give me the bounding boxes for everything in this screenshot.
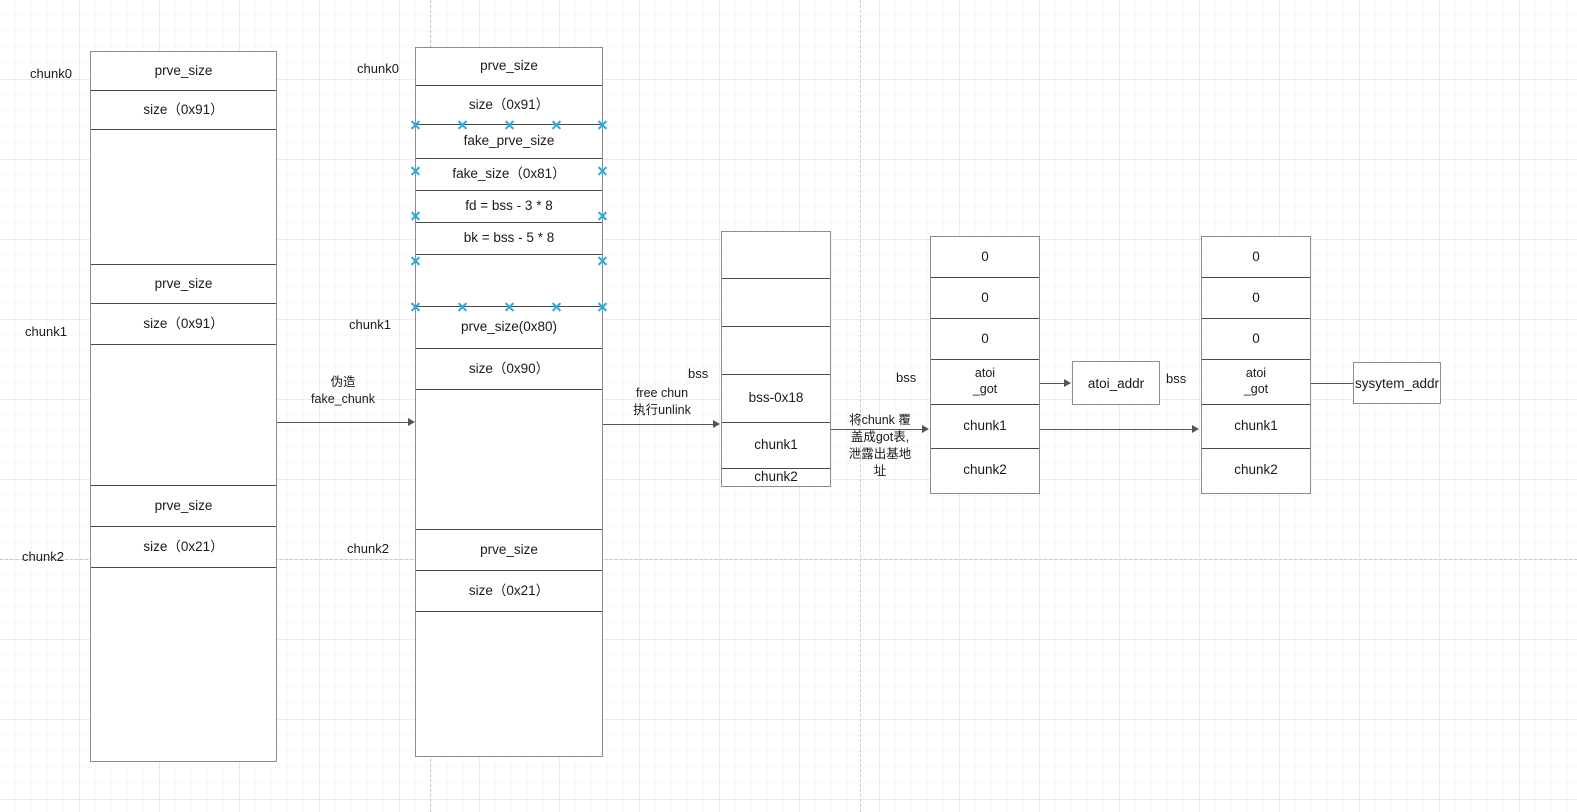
selection-handle-icon[interactable]	[597, 255, 608, 266]
table-row[interactable]: prve_size	[91, 265, 276, 304]
label-bss-got-leak: bss	[896, 370, 917, 385]
table-row-prve-size-0x80[interactable]: prve_size(0x80)	[416, 307, 602, 349]
table-row[interactable]	[722, 327, 830, 375]
label-bss-got-overwritten: bss	[1166, 371, 1187, 386]
connector-atoi-got-to-system-addr	[1311, 383, 1355, 384]
table-row[interactable]	[91, 568, 276, 760]
table-row[interactable]	[416, 255, 602, 307]
table-row-bk[interactable]: bk = bss - 5 * 8	[416, 223, 602, 255]
label-chunk0-original: chunk0	[30, 66, 72, 81]
selection-handle-icon[interactable]	[504, 301, 515, 312]
selection-handle-icon[interactable]	[410, 210, 421, 221]
selection-handle-icon[interactable]	[597, 301, 608, 312]
connector-overwrite-got	[831, 429, 922, 430]
table-row[interactable]: prve_size	[91, 52, 276, 91]
table-row-fd[interactable]: fd = bss - 3 * 8	[416, 191, 602, 223]
table-row[interactable]: size（0x91）	[91, 91, 276, 130]
guide-vertical-2	[860, 0, 861, 812]
table-row[interactable]: size（0x90）	[416, 349, 602, 390]
arrow-label-overwrite-got: 将chunk 覆 盖成got表, 泄露出基地 址	[848, 413, 912, 478]
table-row[interactable]: 0	[1202, 319, 1310, 360]
connector-forge-fake-chunk	[277, 422, 408, 423]
table-row[interactable]	[416, 612, 602, 755]
table-row-chunk2[interactable]: chunk2	[1234, 462, 1278, 478]
table-row-fake-size[interactable]: fake_size（0x81）	[416, 159, 602, 191]
table-row[interactable]: 0	[931, 319, 1039, 360]
label-chunk1-fakechunk: chunk1	[349, 317, 391, 332]
arrowhead-icon	[408, 418, 415, 426]
label-chunk2-original: chunk2	[22, 549, 64, 564]
table-row[interactable]: 0	[1202, 278, 1310, 319]
memory-block-got-leak[interactable]: 0 0 0 atoi _got chunk1 chunk2	[930, 236, 1040, 494]
selection-handle-icon[interactable]	[410, 119, 421, 130]
table-row-chunk2[interactable]: chunk2	[754, 468, 798, 484]
table-row[interactable]	[722, 279, 830, 327]
arrowhead-icon	[713, 420, 720, 428]
selection-handle-icon[interactable]	[597, 210, 608, 221]
table-row-chunk1[interactable]: chunk1	[722, 423, 830, 469]
arrowhead-icon	[1064, 379, 1071, 387]
table-row[interactable]: size（0x21）	[416, 571, 602, 612]
selection-handle-icon[interactable]	[504, 119, 515, 130]
table-row-atoi-got[interactable]: atoi _got	[931, 360, 1039, 405]
table-row[interactable]: 0	[931, 278, 1039, 319]
arrow-label-forge-fake-chunk: 伪造 fake_chunk	[311, 375, 375, 406]
label-bss-after-unlink: bss	[688, 366, 709, 381]
connector-free-unlink	[603, 424, 713, 425]
memory-block-heap-original[interactable]: prve_size size（0x91） prve_size size（0x91…	[90, 51, 277, 762]
selection-handle-icon[interactable]	[410, 301, 421, 312]
connector-chunk1-to-overwritten	[1040, 429, 1192, 430]
arrow-label-free-unlink: free chun 执行unlink	[633, 386, 691, 417]
table-row-chunk1[interactable]: chunk1	[931, 405, 1039, 449]
table-row-chunk2[interactable]: chunk2	[963, 462, 1007, 478]
table-row[interactable]: 0	[1202, 237, 1310, 278]
selection-handle-icon[interactable]	[410, 165, 421, 176]
table-row-fake-prve-size[interactable]: fake_prve_size	[416, 125, 602, 159]
selection-handle-icon[interactable]	[410, 255, 421, 266]
label-chunk0-fakechunk: chunk0	[357, 61, 399, 76]
selection-handle-icon[interactable]	[597, 119, 608, 130]
arrowhead-icon	[922, 425, 929, 433]
memory-block-heap-fakechunk[interactable]: prve_size size（0x91） fake_prve_size fake…	[415, 47, 603, 757]
selection-handle-icon[interactable]	[457, 301, 468, 312]
table-row-bss-minus-0x18[interactable]: bss-0x18	[722, 375, 830, 423]
table-row[interactable]: 0	[931, 237, 1039, 278]
table-row[interactable]	[722, 232, 830, 279]
table-row[interactable]: size（0x91）	[91, 304, 276, 345]
table-row[interactable]	[91, 130, 276, 265]
selection-handle-icon[interactable]	[597, 165, 608, 176]
selection-handle-icon[interactable]	[551, 119, 562, 130]
memory-block-bss-after-unlink[interactable]: bss-0x18 chunk1 chunk2	[721, 231, 831, 487]
table-row[interactable]: size（0x21）	[91, 527, 276, 568]
table-row[interactable]: prve_size	[416, 48, 602, 86]
table-row[interactable]: prve_size	[416, 530, 602, 571]
arrowhead-icon	[1192, 425, 1199, 433]
table-row[interactable]	[91, 345, 276, 486]
box-atoi-addr[interactable]: atoi_addr	[1072, 361, 1160, 405]
label-chunk2-fakechunk: chunk2	[347, 541, 389, 556]
label-chunk1-original: chunk1	[25, 324, 67, 339]
table-row-chunk1[interactable]: chunk1	[1202, 405, 1310, 449]
table-row-atoi-got[interactable]: atoi _got	[1202, 360, 1310, 405]
memory-block-got-overwritten[interactable]: 0 0 0 atoi _got chunk1 chunk2	[1201, 236, 1311, 494]
guide-horizontal-1	[0, 559, 1577, 560]
table-row[interactable]: prve_size	[91, 486, 276, 527]
table-row[interactable]	[416, 390, 602, 530]
selection-handle-icon[interactable]	[551, 301, 562, 312]
box-sysytem-addr[interactable]: sysytem_addr	[1353, 362, 1441, 404]
connector-atoi-got-to-addr	[1040, 383, 1064, 384]
selection-handle-icon[interactable]	[457, 119, 468, 130]
